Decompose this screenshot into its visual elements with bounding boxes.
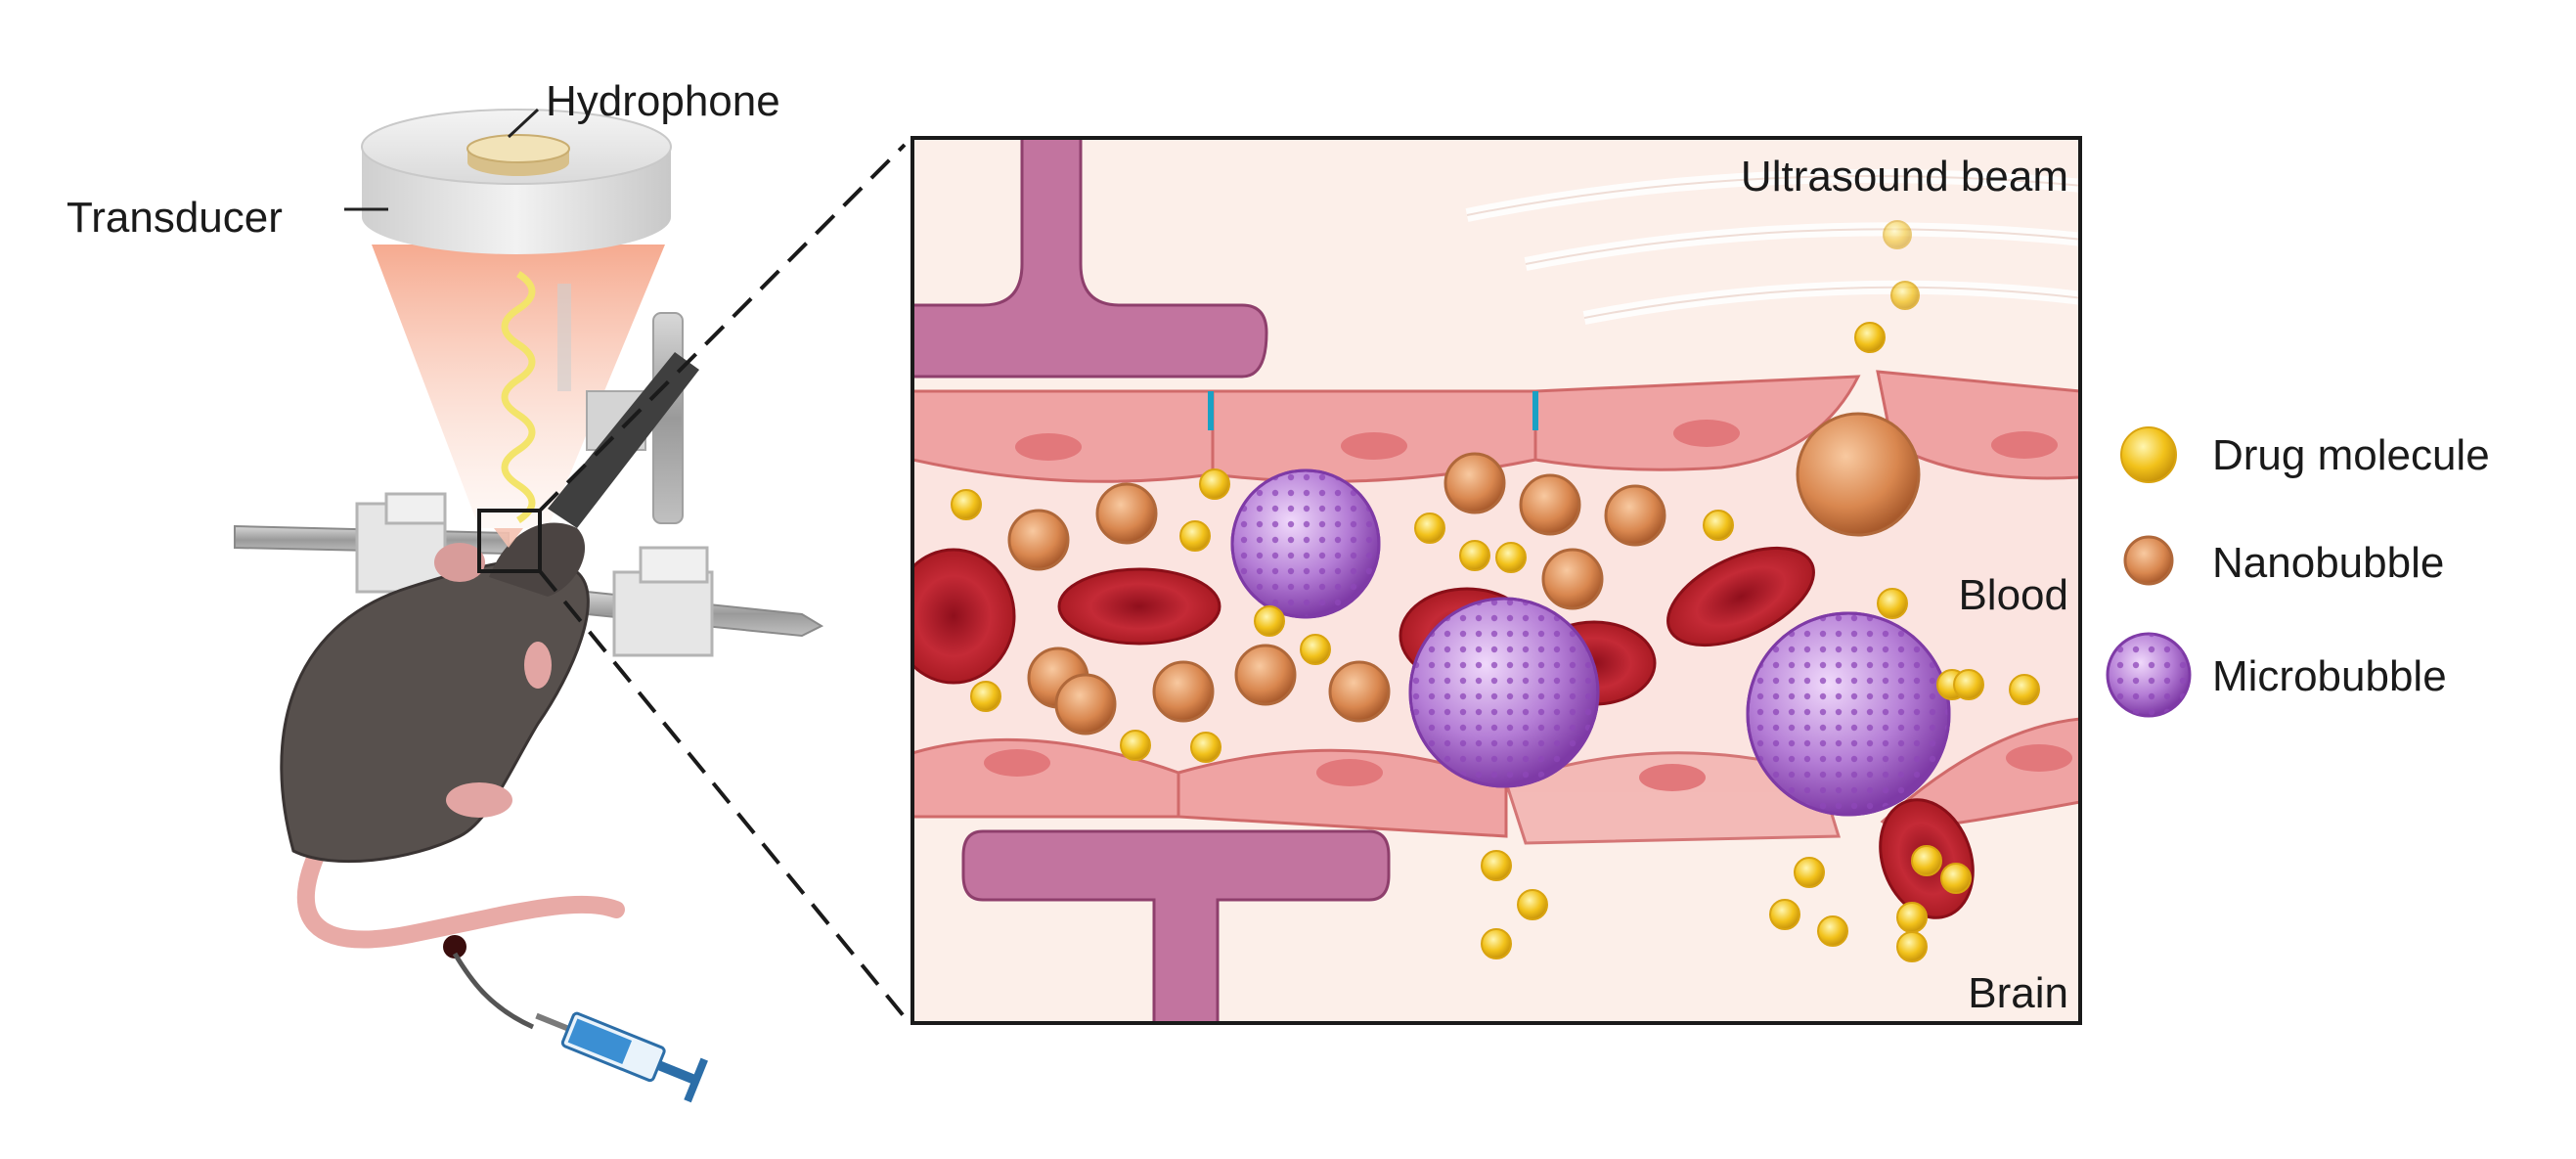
mouse-hindpaw bbox=[446, 782, 512, 818]
zoom-line-bottom bbox=[538, 569, 907, 1019]
transducer-label: Transducer bbox=[67, 194, 283, 242]
catheter-tube bbox=[452, 952, 535, 1030]
nanobubbles bbox=[1007, 412, 1921, 736]
mouse bbox=[280, 522, 625, 1030]
mouse-body bbox=[280, 557, 590, 864]
brain-label: Brain bbox=[1968, 969, 2068, 1017]
legend-label-microbubble: Microbubble bbox=[2212, 652, 2447, 700]
mouse-ear bbox=[434, 543, 485, 582]
microbubbles bbox=[1230, 468, 1951, 817]
panel-border bbox=[910, 136, 2082, 1025]
endothelium-bottom bbox=[912, 717, 2080, 845]
zoom-region bbox=[477, 509, 542, 573]
ultrasound-wave bbox=[501, 271, 536, 523]
vessel-panel bbox=[910, 136, 2082, 1025]
nanobubble-icon bbox=[2123, 535, 2174, 586]
hydrophone-leader bbox=[507, 108, 540, 139]
stereotaxic-frame bbox=[234, 284, 824, 657]
tight-junction bbox=[1532, 391, 1538, 430]
zoom-line-top bbox=[538, 143, 907, 513]
legend-label-drug: Drug molecule bbox=[2212, 431, 2490, 479]
hydrophone bbox=[466, 134, 570, 176]
experimental-setup bbox=[234, 108, 907, 1103]
legend: Drug molecule Nanobubble Microbubble bbox=[2106, 426, 2490, 718]
mouse-forepaw bbox=[524, 642, 552, 689]
blood-label: Blood bbox=[1958, 571, 2068, 619]
drug-molecules bbox=[951, 220, 2040, 962]
tight-junction bbox=[1208, 391, 1214, 430]
ultrasound-beam-label: Ultrasound beam bbox=[1741, 153, 2068, 201]
neuron-top bbox=[912, 138, 1268, 379]
syringe bbox=[535, 1011, 708, 1103]
ultrasound-cone bbox=[372, 245, 665, 528]
neuron-bottom bbox=[961, 829, 1391, 1023]
mouse-tail bbox=[297, 832, 625, 949]
legend-label-nanobubble: Nanobubble bbox=[2212, 539, 2444, 587]
beam-arcs bbox=[1465, 169, 2080, 325]
drug-molecule-icon bbox=[2120, 426, 2177, 483]
tail-catheter bbox=[443, 935, 466, 958]
endothelium-top bbox=[912, 370, 2080, 483]
hydrophone-label: Hydrophone bbox=[546, 77, 780, 125]
